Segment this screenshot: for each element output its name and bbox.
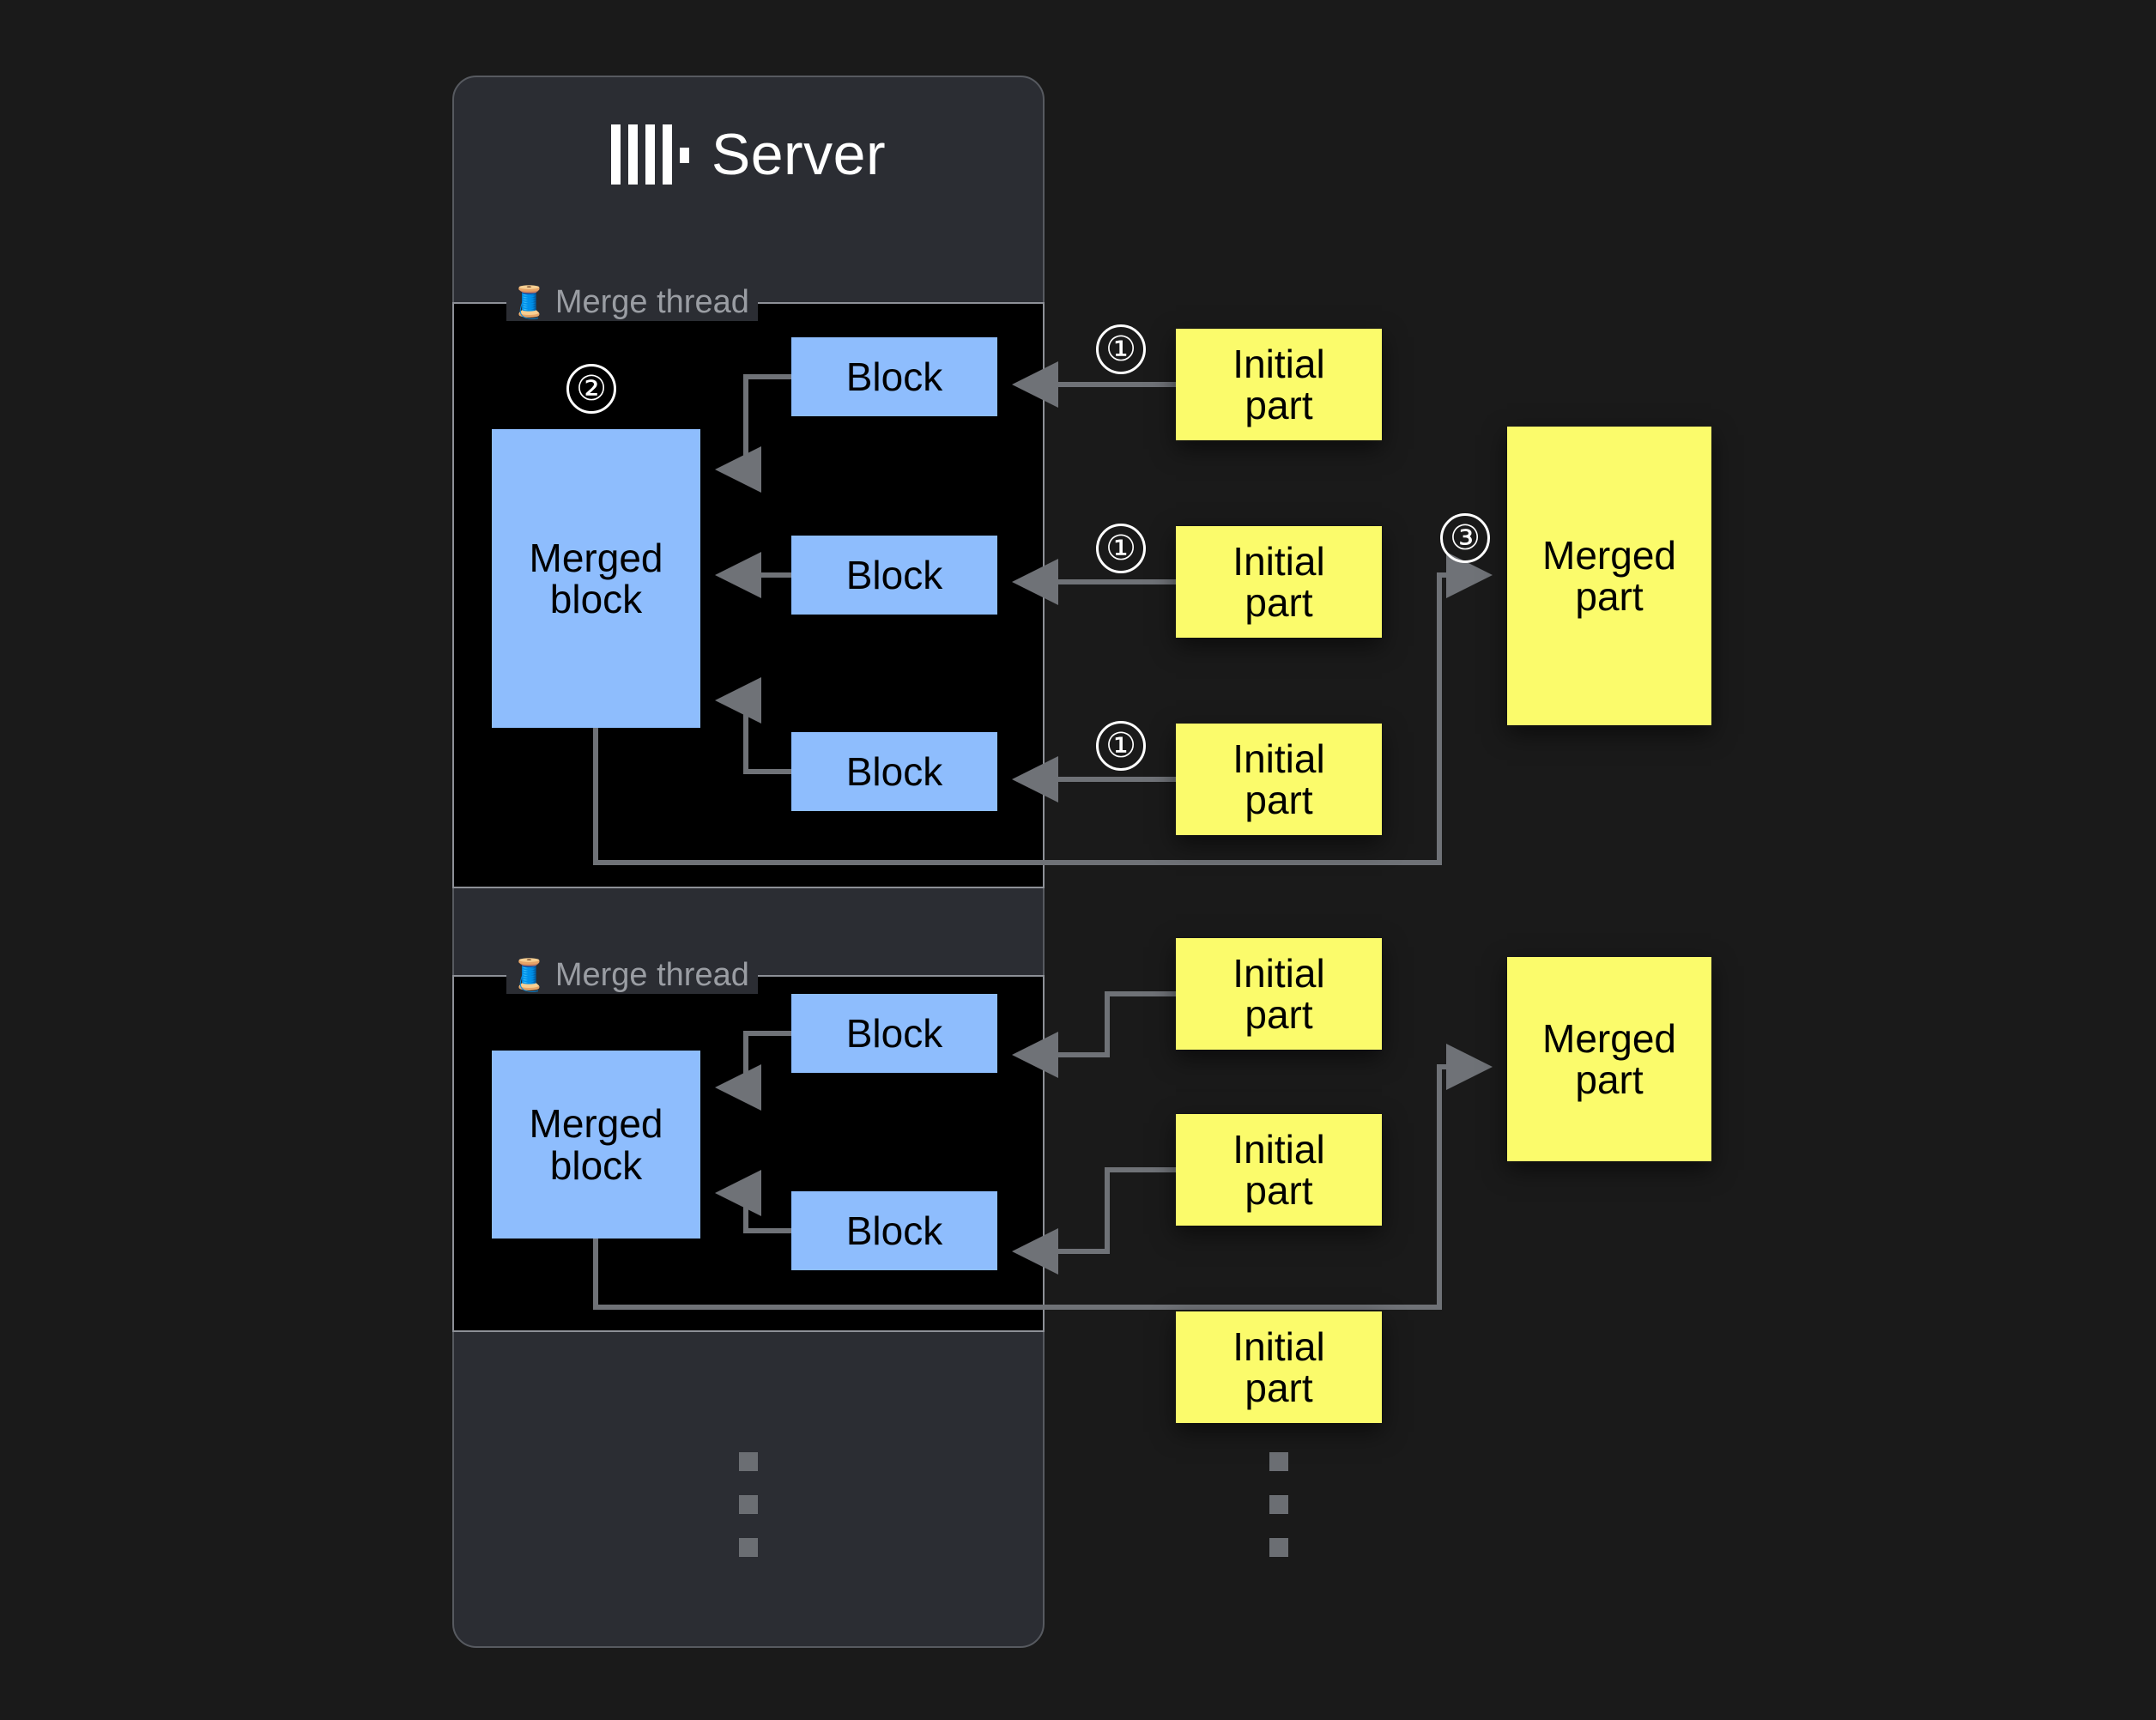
initial-part-label-line2: part [1245, 778, 1313, 822]
parts-ellipsis-dots [1269, 1452, 1288, 1557]
initial-part-label-line1: Initial [1232, 341, 1325, 386]
step-marker-3-text: ③ [1450, 519, 1481, 557]
ellipsis-dot [739, 1495, 758, 1514]
clickhouse-logo-icon [610, 124, 689, 185]
initial-part-label-line2: part [1245, 1168, 1313, 1213]
block-1-3: Block [791, 732, 997, 811]
merge-thread-label-text: Merge thread [554, 957, 749, 993]
merged-block-label-line1: Merged [529, 1101, 663, 1147]
merged-part-label-line2: part [1575, 574, 1644, 619]
initial-part-label-line1: Initial [1232, 950, 1325, 996]
thread-spool-icon: 🧵 [510, 284, 548, 319]
step-marker-2: ② [566, 364, 616, 414]
step-marker-1-text: ① [1105, 330, 1136, 368]
initial-part-4: Initial part [1176, 938, 1382, 1050]
step-marker-2-text: ② [576, 370, 607, 408]
initial-part-label-line2: part [1245, 992, 1313, 1037]
server-title: Server [452, 116, 1045, 193]
block-2-2: Block [791, 1191, 997, 1270]
initial-part-label-line1: Initial [1232, 1323, 1325, 1369]
server-title-text: Server [711, 122, 887, 187]
merge-thread-label-2: 🧵 Merge thread [506, 956, 758, 994]
ellipsis-dot [739, 1452, 758, 1471]
initial-part-label-line2: part [1245, 1366, 1313, 1410]
initial-part-label-line1: Initial [1232, 1126, 1325, 1172]
ellipsis-dot [1269, 1495, 1288, 1514]
server-ellipsis-dots [739, 1452, 758, 1557]
block-label: Block [845, 748, 943, 794]
block-label: Block [845, 1010, 943, 1056]
merged-part-1: Merged part [1507, 427, 1711, 725]
block-label: Block [845, 354, 943, 399]
merged-part-label-line2: part [1575, 1057, 1644, 1102]
initial-part-label-line2: part [1245, 580, 1313, 625]
initial-part-label-line2: part [1245, 383, 1313, 427]
step-marker-1-text: ① [1105, 727, 1136, 765]
initial-part-3: Initial part [1176, 724, 1382, 835]
ellipsis-dot [739, 1538, 758, 1557]
step-marker-1-c: ① [1096, 721, 1146, 771]
merged-part-label-line1: Merged [1542, 1015, 1676, 1061]
merged-part-2: Merged part [1507, 957, 1711, 1161]
block-label: Block [845, 552, 943, 597]
block-1-1: Block [791, 337, 997, 416]
merged-block-label-line2: block [549, 577, 643, 621]
ellipsis-dot [1269, 1452, 1288, 1471]
merged-block-1: Merged block [492, 429, 700, 728]
merged-block-label-line1: Merged [529, 535, 663, 580]
initial-part-1: Initial part [1176, 329, 1382, 440]
block-label: Block [845, 1208, 943, 1253]
step-marker-1-a: ① [1096, 324, 1146, 374]
initial-part-label-line1: Initial [1232, 538, 1325, 584]
ellipsis-dot [1269, 1538, 1288, 1557]
initial-part-5: Initial part [1176, 1114, 1382, 1226]
initial-part-6: Initial part [1176, 1311, 1382, 1423]
initial-part-2: Initial part [1176, 526, 1382, 638]
merged-part-label-line1: Merged [1542, 532, 1676, 578]
step-marker-1-b: ① [1096, 524, 1146, 573]
merged-block-2: Merged block [492, 1051, 700, 1239]
thread-spool-icon: 🧵 [510, 957, 548, 992]
block-2-1: Block [791, 994, 997, 1073]
merge-thread-label-text: Merge thread [554, 284, 749, 320]
block-1-2: Block [791, 536, 997, 615]
initial-part-label-line1: Initial [1232, 736, 1325, 781]
step-marker-1-text: ① [1105, 530, 1136, 567]
merge-thread-label-1: 🧵 Merge thread [506, 283, 758, 321]
step-marker-3: ③ [1440, 513, 1490, 563]
merged-block-label-line2: block [549, 1142, 643, 1188]
